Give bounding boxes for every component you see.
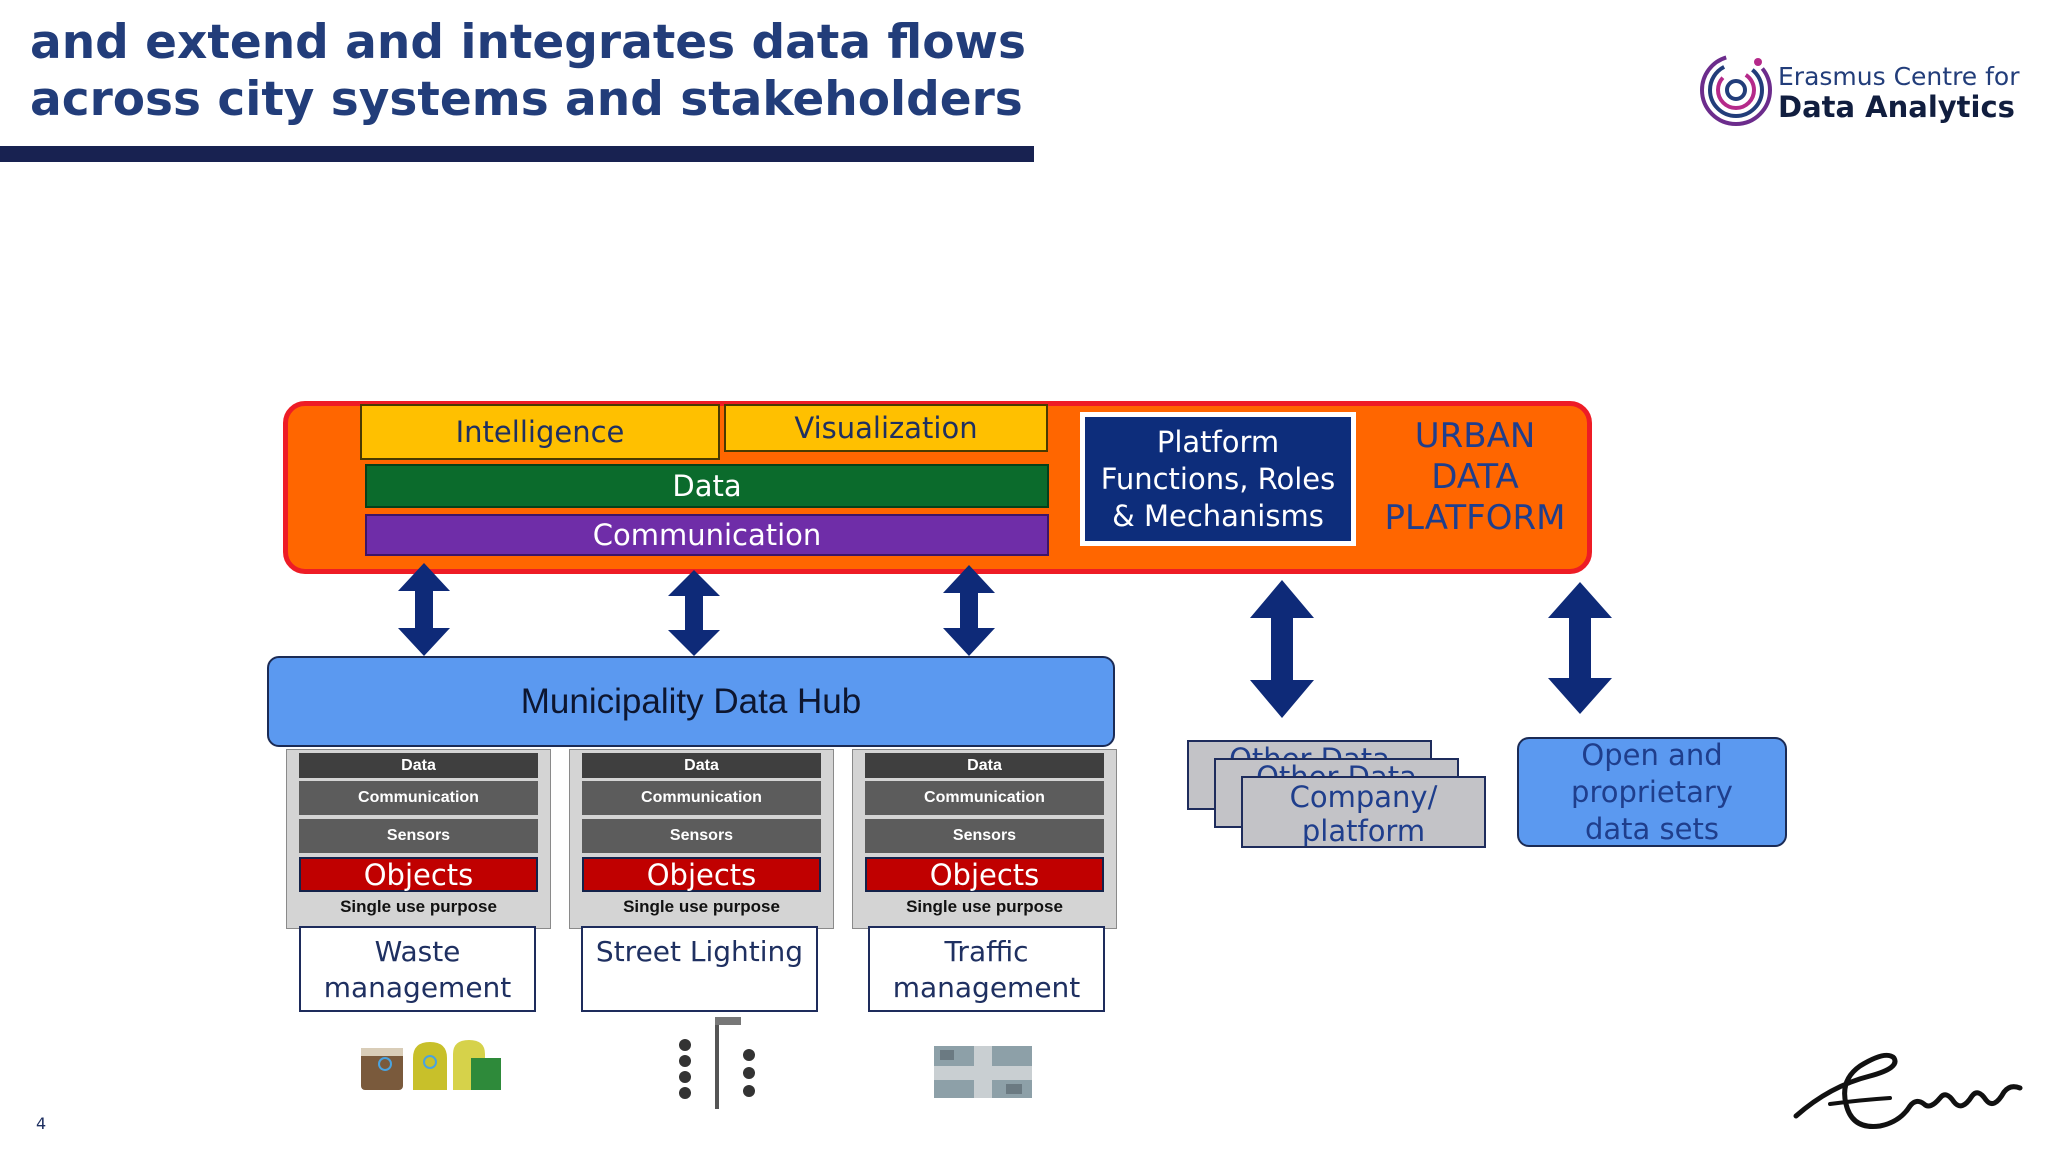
open-data-line2: proprietary [1571, 774, 1733, 809]
platform-functions-line2: Functions, Roles [1100, 461, 1336, 496]
silo-sensors-bar: Sensors [299, 819, 538, 853]
communication-layer: Communication [365, 514, 1049, 556]
silo-sensors-bar: Sensors [865, 819, 1104, 853]
urban-label-line3: PLATFORM [1384, 498, 1566, 538]
silo-communication-bar: Communication [299, 781, 538, 815]
data-layer: Data [365, 464, 1049, 508]
logo-text-line1: Erasmus Centre for [1778, 62, 2020, 91]
double-arrow-3-icon [943, 565, 995, 656]
silo-objects-bar: Objects [582, 857, 821, 892]
double-arrow-2-icon [668, 570, 720, 656]
company-platform-card: Company/ platform [1241, 776, 1486, 848]
visualization-layer: Visualization [724, 404, 1048, 452]
company-platform-line2: platform [1301, 814, 1426, 848]
waste-bins-image [361, 1040, 501, 1090]
open-data-line3: data sets [1585, 811, 1719, 846]
page-number: 4 [36, 1114, 47, 1133]
silo-name-line1: Street Lighting [595, 935, 804, 968]
silo-purpose: Single use purpose [340, 897, 497, 916]
street-light-sensors-image [679, 1017, 755, 1109]
silo-objects-bar: Objects [865, 857, 1104, 892]
silo-objects-bar: Objects [299, 857, 538, 892]
silo-street-lighting: Data Communication Sensors Objects Singl… [569, 749, 834, 929]
urban-data-platform-label: URBAN DATA PLATFORM [1375, 416, 1575, 539]
silo-name-line2: management [892, 971, 1081, 1004]
slide-title-line1: and extend and integrates data flows [30, 15, 1026, 70]
company-platform-line1: Company/ [1289, 780, 1438, 814]
silo-traffic: Data Communication Sensors Objects Singl… [852, 749, 1117, 929]
silo-data-bar: Data [299, 753, 538, 778]
double-arrow-1-icon [398, 563, 450, 656]
silo-name-line2: management [323, 971, 512, 1004]
silo-name-line1: Waste [374, 935, 461, 968]
title-underline [0, 146, 1034, 162]
silo-data-bar: Data [865, 753, 1104, 778]
traffic-intersection-image [934, 1046, 1032, 1098]
urban-label-line2: DATA [1431, 457, 1519, 497]
silo-data-bar: Data [582, 753, 821, 778]
silo-purpose: Single use purpose [906, 897, 1063, 916]
silo-waste: Data Communication Sensors Objects Singl… [286, 749, 551, 929]
municipality-data-hub: Municipality Data Hub [267, 656, 1115, 747]
double-arrow-5-icon [1548, 582, 1612, 714]
urban-label-line1: URBAN [1414, 416, 1536, 456]
street-lighting-box: Street Lighting [581, 926, 818, 1012]
platform-functions-box: Platform Functions, Roles & Mechanisms [1080, 412, 1356, 546]
silo-purpose: Single use purpose [623, 897, 780, 916]
slide-title-line2: across city systems and stakeholders [30, 72, 1023, 127]
platform-functions-line3: & Mechanisms [1112, 498, 1324, 533]
silo-communication-bar: Communication [582, 781, 821, 815]
silo-communication-bar: Communication [865, 781, 1104, 815]
silo-sensors-bar: Sensors [582, 819, 821, 853]
concentric-circles-logo-icon [1700, 54, 1772, 126]
intelligence-layer: Intelligence [360, 404, 720, 460]
logo-text-line2: Data Analytics [1778, 90, 2015, 124]
platform-functions-line1: Platform [1156, 424, 1280, 459]
traffic-management-box: Traffic management [868, 926, 1105, 1012]
silo-name-line1: Traffic [944, 935, 1029, 968]
double-arrow-4-icon [1250, 580, 1314, 718]
open-proprietary-data-box: Open and proprietary data sets [1517, 737, 1787, 847]
slide-title: and extend and integrates data flows acr… [30, 14, 1030, 128]
open-data-line1: Open and [1581, 737, 1723, 772]
erasmus-signature-logo [1793, 1052, 2023, 1130]
waste-management-box: Waste management [299, 926, 536, 1012]
